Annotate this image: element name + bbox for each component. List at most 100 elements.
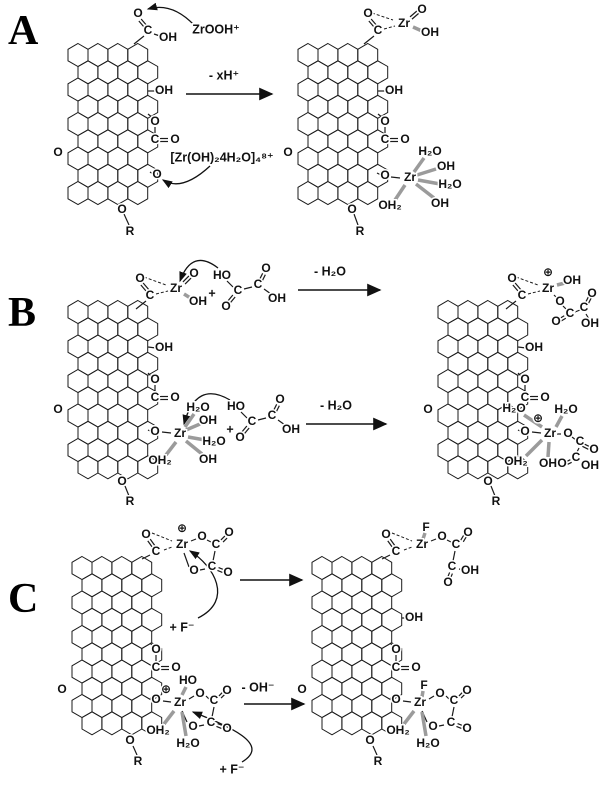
atom-label: O bbox=[463, 525, 472, 539]
hexagon-ring bbox=[467, 351, 489, 376]
atom-label: O bbox=[275, 392, 284, 406]
hexagon-ring bbox=[361, 642, 383, 667]
atom-label: R bbox=[374, 754, 383, 768]
single-bond bbox=[147, 429, 151, 432]
single-bond bbox=[389, 697, 393, 700]
atom-label: OH bbox=[159, 30, 177, 44]
hexagon-ring bbox=[117, 163, 139, 188]
hexagon-ring bbox=[327, 60, 349, 85]
atom-label: O bbox=[557, 456, 566, 470]
single-bond bbox=[124, 485, 130, 497]
double-bond bbox=[458, 691, 464, 697]
atom-label: O bbox=[171, 660, 180, 674]
hexagon-ring bbox=[121, 607, 143, 632]
hexagon-ring bbox=[327, 163, 349, 188]
single-bond bbox=[226, 280, 234, 288]
coordination-bond bbox=[393, 184, 407, 201]
atom-label: O bbox=[297, 682, 306, 696]
atom-label: OH bbox=[525, 340, 543, 354]
hexagon-ring bbox=[347, 163, 369, 188]
single-bond bbox=[133, 35, 145, 45]
atom-label: O bbox=[133, 6, 142, 20]
single-bond bbox=[149, 697, 153, 700]
atom-label: OH bbox=[431, 196, 449, 210]
single-bond bbox=[562, 305, 568, 311]
single-bond bbox=[446, 539, 452, 543]
atom-label: O bbox=[141, 527, 150, 541]
hexagon-ring bbox=[341, 711, 363, 736]
single-bond bbox=[147, 346, 157, 349]
atom-label: O bbox=[555, 294, 564, 308]
double-bond bbox=[460, 534, 465, 541]
reagent-label: + F⁻ bbox=[219, 762, 244, 776]
double-bond bbox=[229, 296, 236, 304]
double-bond bbox=[259, 273, 264, 280]
hexagon-ring bbox=[101, 642, 123, 667]
coordination-bond bbox=[183, 292, 193, 301]
hexagon-ring bbox=[117, 94, 139, 119]
coordination-bond bbox=[420, 711, 428, 737]
single-bond bbox=[585, 313, 590, 320]
coordination-bond bbox=[523, 413, 543, 429]
single-bond bbox=[132, 745, 138, 756]
hexagon-ring bbox=[467, 386, 489, 411]
double-bond bbox=[140, 284, 148, 293]
atom-label: Zr bbox=[544, 426, 556, 440]
atom-label: HO bbox=[213, 268, 231, 282]
single-bond bbox=[198, 724, 205, 727]
single-bond bbox=[257, 417, 267, 421]
double-bond bbox=[220, 693, 226, 699]
atom-label: O bbox=[135, 271, 144, 285]
atom-label: H₂O bbox=[418, 144, 441, 158]
double-bond bbox=[370, 18, 378, 27]
double-bond bbox=[447, 572, 451, 578]
atom-label: C bbox=[448, 559, 457, 573]
atom-label: C bbox=[572, 450, 581, 464]
atom-label: ⊕ bbox=[533, 411, 543, 425]
hexagon-ring bbox=[321, 573, 343, 598]
single-bond bbox=[149, 642, 155, 648]
hexagon-ring bbox=[117, 129, 139, 154]
single-bond bbox=[490, 485, 496, 497]
dashed-bond bbox=[515, 276, 539, 286]
atom-label: H₂O bbox=[438, 177, 461, 191]
hexagon-ring bbox=[341, 573, 363, 598]
single-bond bbox=[390, 176, 401, 179]
arrow-condition-label: - H₂O bbox=[314, 264, 346, 278]
double-bond bbox=[261, 274, 266, 281]
single-bond bbox=[147, 372, 153, 378]
atom-label: H₂O bbox=[554, 402, 577, 416]
coordination-bond bbox=[546, 441, 551, 458]
atom-label: Zr bbox=[176, 537, 188, 551]
panel-a-letter: A bbox=[8, 8, 39, 54]
graphene-sheet bbox=[67, 299, 159, 480]
atom-label: O bbox=[411, 660, 420, 674]
coordination-bond bbox=[180, 711, 188, 737]
hexagon-ring bbox=[487, 317, 509, 342]
dashed-bond bbox=[383, 25, 396, 30]
reagent-label: [Zr(OH)₂4H₂O]₄⁸⁺ bbox=[170, 150, 273, 164]
coordination-bond bbox=[187, 435, 206, 442]
hexagon-ring bbox=[137, 60, 159, 85]
hexagon-ring bbox=[347, 129, 369, 154]
atom-label: O bbox=[428, 719, 437, 733]
hexagon-ring bbox=[77, 420, 99, 445]
atom-label: O bbox=[437, 529, 446, 543]
curved-arrow bbox=[182, 393, 231, 426]
atom-label: O bbox=[151, 642, 160, 656]
hexagon-ring bbox=[137, 317, 159, 342]
single-bond bbox=[389, 642, 395, 648]
dashed-bond bbox=[391, 532, 413, 542]
hexagon-ring bbox=[507, 455, 529, 480]
atom-label: O bbox=[53, 402, 62, 416]
atom-label: O bbox=[462, 683, 471, 697]
double-bond bbox=[387, 540, 394, 549]
single-bond bbox=[451, 706, 455, 718]
atom-label: ⊕ bbox=[543, 265, 553, 279]
atom-label: H₂O bbox=[176, 736, 199, 750]
single-bond bbox=[430, 538, 437, 542]
hexagon-ring bbox=[77, 163, 99, 188]
coordination-bond bbox=[164, 440, 178, 457]
